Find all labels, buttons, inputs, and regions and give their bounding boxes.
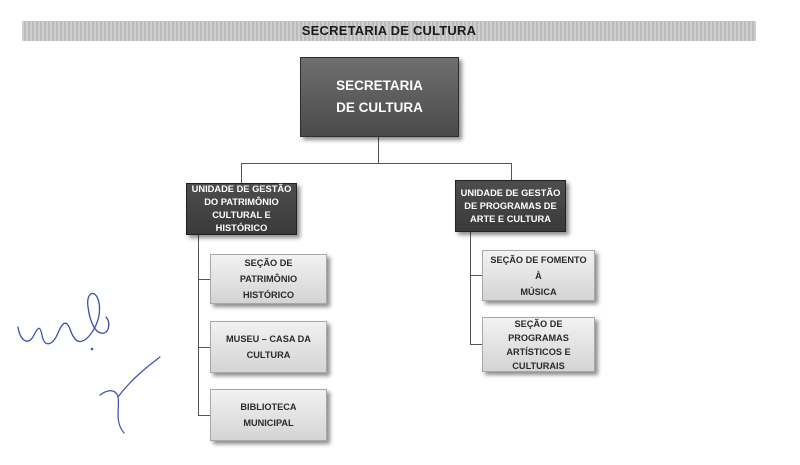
handwritten-initials [17,292,161,434]
section-label-line: BIBLIOTECA MUNICIPAL [240,402,297,428]
connector-unit1-up [241,163,242,183]
section-label-line: SEÇÃO DE PATRIMÔNIO [239,258,298,284]
section-label-line: SEÇÃO DE PROGRAMAS [508,318,569,343]
unit-label-line: DE PROGRAMAS DE [464,200,557,211]
header-bar: SECRETARIA DE CULTURA [22,21,756,41]
unit-label-line: DO PATRIMÔNIO [204,197,279,207]
connector-root-down [378,137,379,164]
unit-label-line: ARTE E CULTURA [470,213,551,224]
connector-horizontal [241,163,512,164]
connector-sec3 [198,415,210,416]
section-label-line: SEÇÃO DE FOMENTO À [490,254,587,281]
org-section-fomento-musica: SEÇÃO DE FOMENTO À MÚSICA [482,250,595,301]
org-section-programas-artisticos: SEÇÃO DE PROGRAMAS ARTÍSTICOS E CULTURAI… [482,317,595,372]
unit-label-line: UNIDADE DE GESTÃO [460,187,561,198]
org-section-biblioteca: BIBLIOTECA MUNICIPAL [210,389,327,441]
connector-sec4 [470,275,482,276]
section-label-line: HISTÓRICO [242,290,295,300]
connector-sec1 [198,279,210,280]
page-title: SECRETARIA DE CULTURA [301,23,477,38]
section-label-line: ARTÍSTICOS E [506,346,571,357]
section-label-line: CULTURAIS [512,360,565,371]
connector-unit2-up [511,163,512,180]
org-section-museu: MUSEU – CASA DA CULTURA [210,321,327,373]
unit-label-line: UNIDADE DE GESTÃO [191,184,292,194]
connector-sec2 [198,347,210,348]
section-label-line: CULTURA [246,350,291,360]
connector-sec5 [470,344,482,345]
org-root-secretaria: SECRETARIA DE CULTURA [300,57,459,137]
org-unit-programas: UNIDADE DE GESTÃO DE PROGRAMAS DE ARTE E… [455,180,566,232]
connector-unit2-spine [470,232,471,345]
root-label-line1: SECRETARIA [336,78,423,93]
org-unit-patrimonio: UNIDADE DE GESTÃO DO PATRIMÔNIO CULTURAL… [186,183,297,235]
section-label-line: MÚSICA [520,286,557,297]
section-label-line: MUSEU – CASA DA [226,334,311,344]
connector-unit1-spine [198,235,199,415]
org-section-patrimonio-historico: SEÇÃO DE PATRIMÔNIO HISTÓRICO [210,254,327,304]
root-label-line2: DE CULTURA [336,100,423,115]
unit-label-line: CULTURAL E HISTÓRICO [212,210,271,233]
